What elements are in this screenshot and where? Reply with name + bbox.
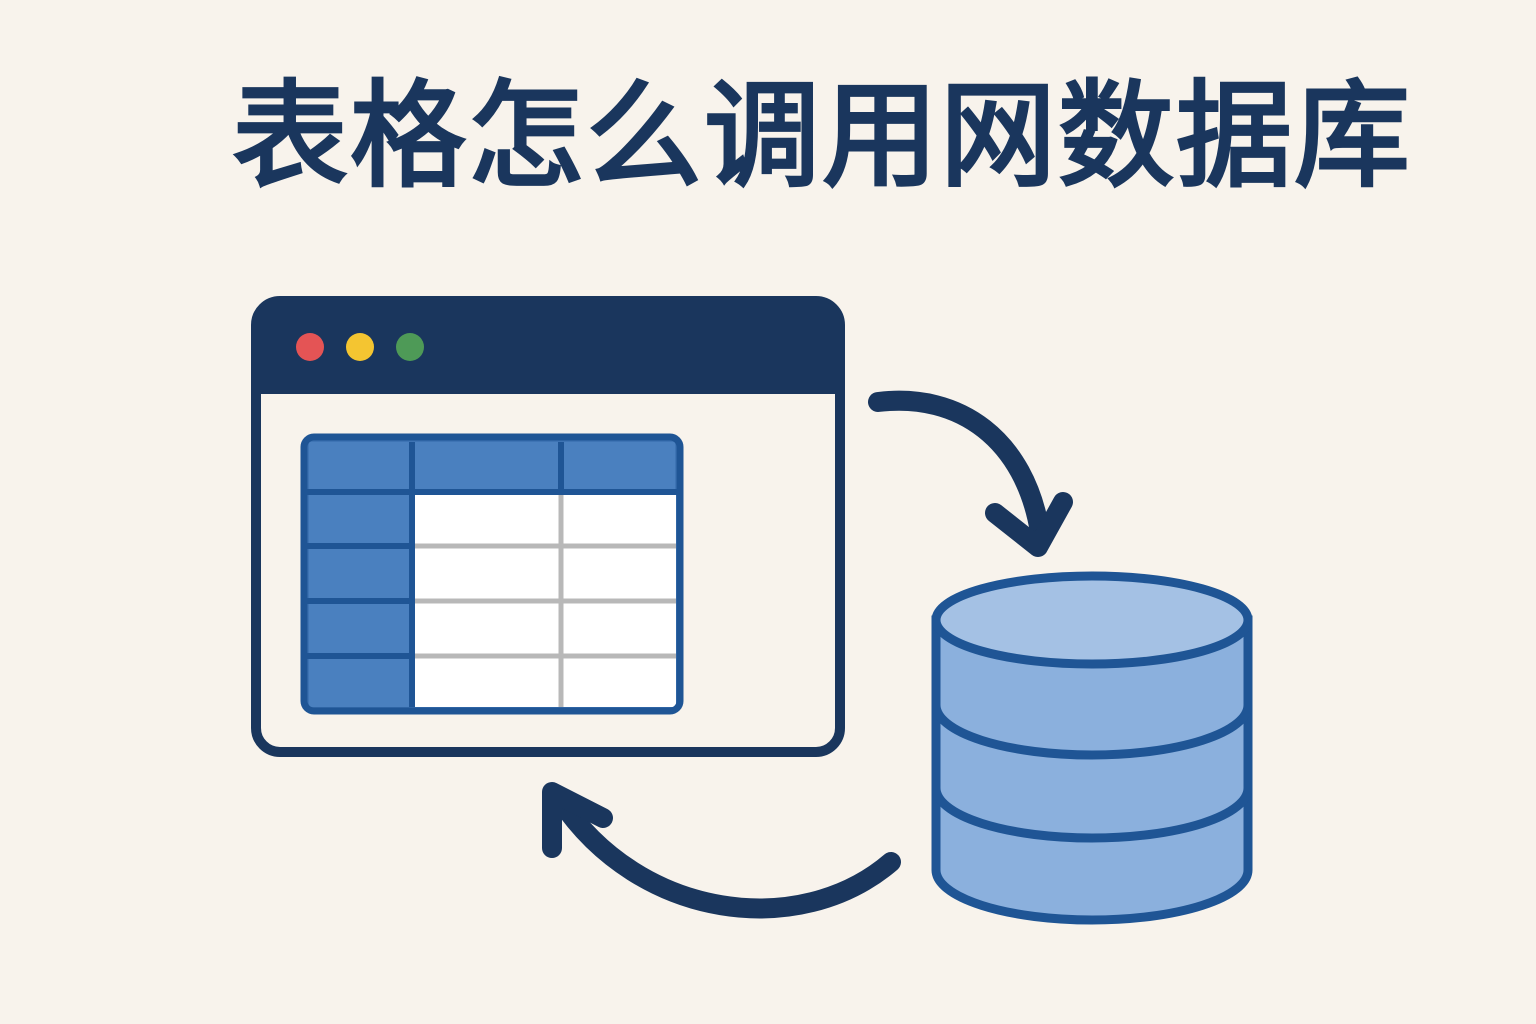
close-dot-icon <box>296 333 324 361</box>
maximize-dot-icon <box>396 333 424 361</box>
arrow-curved-down-icon <box>868 390 1073 557</box>
arrow-curved-back-icon <box>542 782 901 919</box>
spreadsheet-table-icon <box>300 433 684 715</box>
database-cylinder-icon <box>931 571 1253 925</box>
page-title: 表格怎么调用网数据库 <box>232 69 1412 204</box>
minimize-dot-icon <box>346 333 374 361</box>
